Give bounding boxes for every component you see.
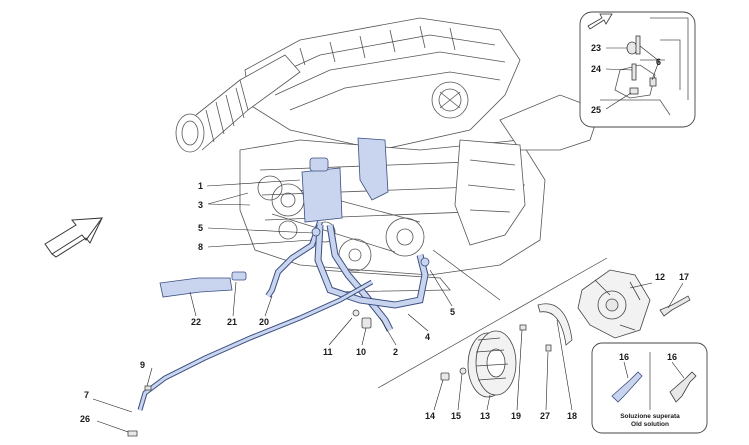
callout-22: 22 [191,317,201,327]
separator-lines [377,249,608,389]
callout-9: 9 [140,360,145,370]
callout-20: 20 [259,317,269,327]
leader-lines [92,45,685,433]
reservoir-cap [309,157,329,172]
callout-27: 27 [540,411,550,421]
callout-15: 15 [451,411,461,421]
clamp-23 [626,41,638,55]
callout-23: 23 [591,43,601,53]
callout-5-left: 5 [198,223,203,233]
pump-pulley [467,330,517,398]
o-ring-26 [127,430,138,437]
callout-19: 19 [511,411,521,421]
callout-14: 14 [425,411,435,421]
air-intake-hose-drawing [175,54,301,153]
callout-4: 4 [425,332,430,342]
highlighted-parts [137,137,430,411]
callout-12: 12 [655,272,665,282]
callout-6: 6 [656,57,661,67]
callout-11: 11 [323,347,333,357]
direction-arrow [44,217,104,258]
callout-8: 8 [198,242,203,252]
plug-11 [352,309,360,317]
callout-5-right: 5 [450,307,455,317]
hose-22 [159,277,233,298]
callout-3: 3 [198,200,203,210]
oil-reservoir [301,167,343,223]
callout-labels: 1 3 5 8 22 21 20 11 10 2 4 5 14 15 13 19… [80,43,689,424]
loose-parts [127,269,691,437]
callout-10: 10 [356,347,366,357]
bracket-17 [659,295,691,317]
callout-24: 24 [591,64,601,74]
bolt-6 [635,35,641,55]
fitting-10 [361,317,372,329]
fitting-21 [231,271,247,281]
callout-26: 26 [80,414,90,424]
inset-old-solution: Soluzione superata Old solution [591,342,708,434]
inset-arrow [587,13,613,30]
callout-21: 21 [227,317,237,327]
callout-1: 1 [198,181,203,191]
callout-13: 13 [480,411,490,421]
bolt-27 [545,344,552,352]
callout-16-right: 16 [667,352,677,362]
callout-16-left: 16 [619,352,629,362]
inset-caption-line1: Soluzione superata [620,413,680,420]
bracket-16-right [669,371,697,403]
callout-7: 7 [84,390,89,400]
bolt-19 [519,324,527,331]
heat-shield [537,303,573,346]
reservoir-bracket [357,137,389,201]
callout-25: 25 [591,105,601,115]
bolt-14 [440,372,450,381]
callout-17: 17 [679,272,689,282]
engine-block-drawing [239,17,601,293]
fitting-9 [144,385,152,391]
callout-2: 2 [393,347,398,357]
bracket-16-left [611,371,643,403]
washer-15 [459,367,467,375]
callout-18: 18 [567,411,577,421]
bolt-24 [631,63,637,81]
inset-top-right [579,11,696,128]
inset-caption-line2: Old solution [631,421,669,428]
nut-25 [629,87,639,95]
